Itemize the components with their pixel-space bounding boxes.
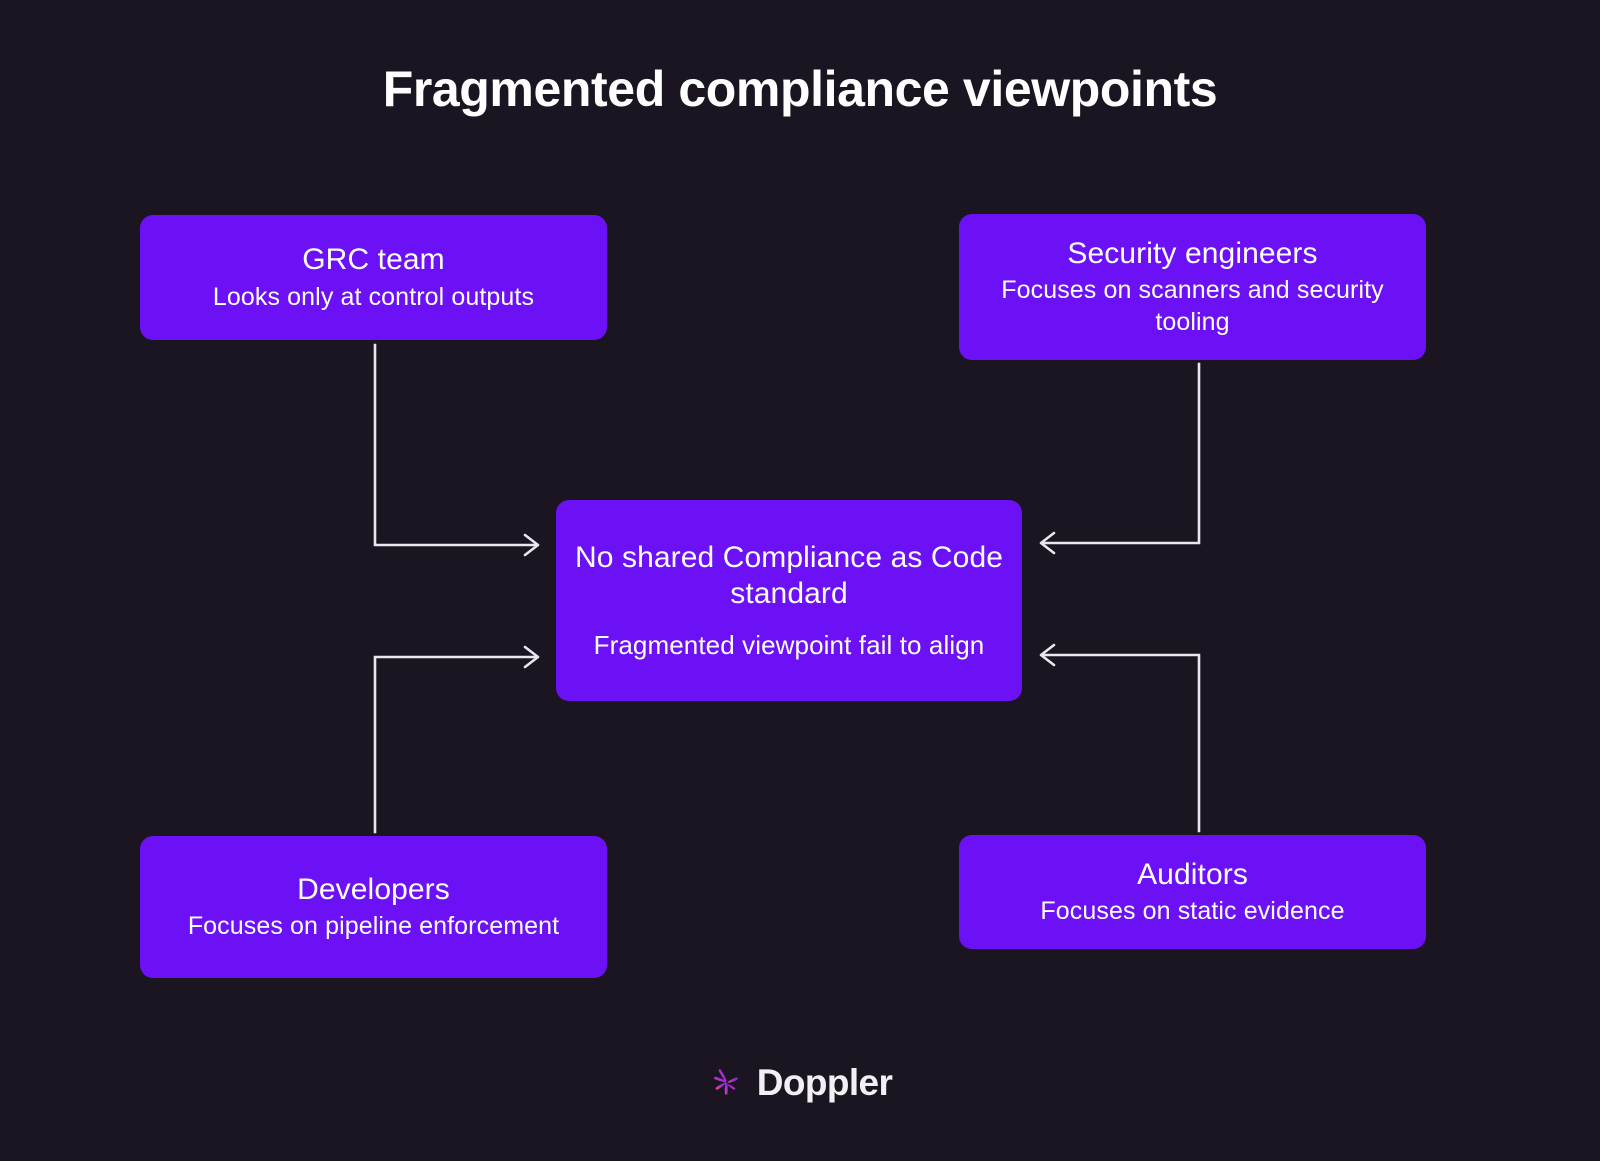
doppler-logo: Doppler [0, 1064, 1600, 1101]
connector-grc-to-center [373, 343, 538, 547]
node-auditors[interactable]: Auditors Focuses on static evidence [959, 835, 1426, 949]
node-auditors-subtitle: Focuses on static evidence [1040, 897, 1345, 926]
arrowhead-security-to-center [1039, 531, 1056, 555]
node-developers-title: Developers [297, 872, 450, 906]
node-no-shared-standard[interactable]: No shared Compliance as Code standard Fr… [556, 500, 1022, 701]
node-grc-team[interactable]: GRC team Looks only at control outputs [140, 215, 607, 340]
node-security-engineers-subtitle: Focuses on scanners and security tooling [1001, 276, 1384, 337]
node-developers[interactable]: Developers Focuses on pipeline enforceme… [140, 836, 607, 978]
doppler-logo-text: Doppler [756, 1062, 893, 1103]
arrowhead-auditors-to-center [1039, 643, 1056, 667]
connector-security-to-center [1041, 362, 1201, 545]
page-title: Fragmented compliance viewpoints [382, 61, 1218, 117]
node-grc-team-subtitle: Looks only at control outputs [212, 282, 535, 311]
arrowhead-developers-to-center [523, 645, 540, 669]
doppler-asterisk-icon [713, 1068, 738, 1095]
node-auditors-title: Auditors [1137, 857, 1248, 891]
node-no-shared-standard-subtitle: Fragmented viewpoint fail to align [593, 629, 985, 660]
node-developers-subtitle: Focuses on pipeline enforcement [187, 912, 560, 941]
connector-developers-to-center [373, 655, 538, 834]
node-grc-team-title: GRC team [302, 243, 445, 277]
node-security-engineers[interactable]: Security engineers Focuses on scanners a… [959, 214, 1426, 360]
arrowhead-grc-to-center [523, 533, 540, 557]
node-security-engineers-title: Security engineers [1067, 236, 1318, 270]
node-no-shared-standard-title: No shared Compliance as Code standard [574, 540, 1004, 610]
connector-auditors-to-center [1041, 653, 1201, 833]
